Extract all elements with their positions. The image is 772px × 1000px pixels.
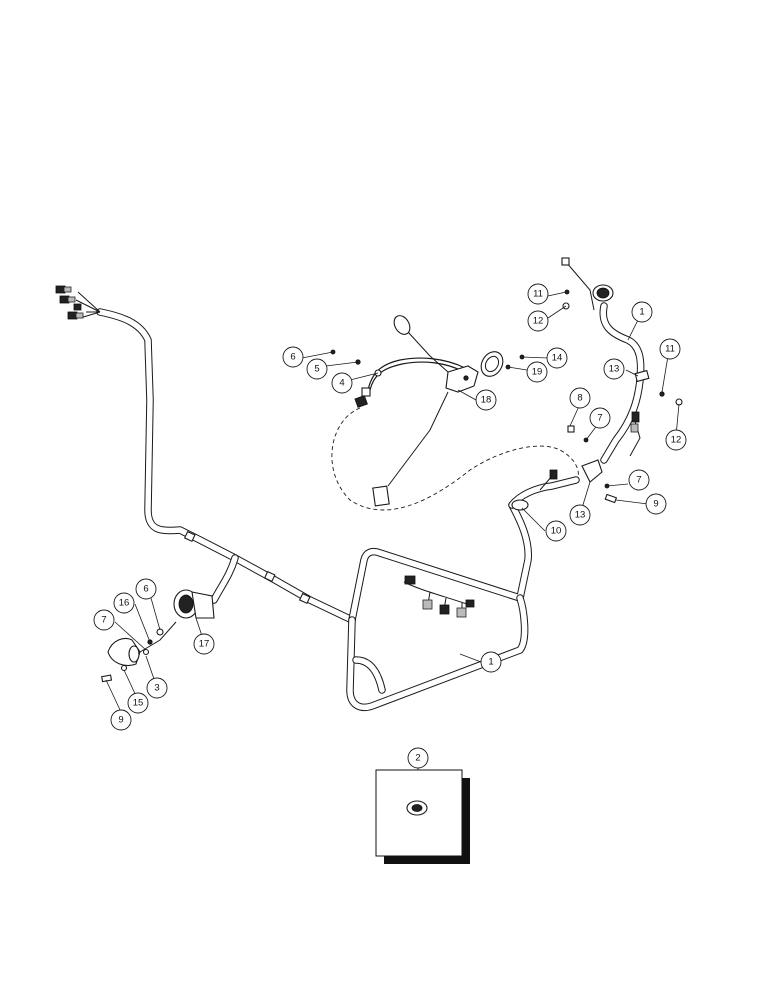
callout-5: 5 xyxy=(306,358,328,380)
callout-label: 3 xyxy=(154,683,159,694)
callout-label: 9 xyxy=(118,715,123,726)
callout-6-upper: 6 xyxy=(282,346,304,368)
callout-label: 7 xyxy=(597,413,602,424)
callout-label: 13 xyxy=(575,510,586,521)
callout-label: 15 xyxy=(133,698,144,709)
part-2-kit-box xyxy=(375,769,470,864)
main-harness xyxy=(96,308,580,712)
callout-label: 13 xyxy=(609,364,620,375)
callout-label: 6 xyxy=(290,352,295,363)
callout-label: 19 xyxy=(532,367,543,378)
callout-17: 17 xyxy=(193,633,215,655)
right-harness xyxy=(561,257,683,464)
callout-12-right: 12 xyxy=(665,429,687,451)
callout-14: 14 xyxy=(546,347,568,369)
callout-label: 16 xyxy=(119,598,130,609)
callout-label: 14 xyxy=(552,353,563,364)
callout-1-upper: 1 xyxy=(631,301,653,323)
sender-harness xyxy=(330,315,579,511)
callout-label: 7 xyxy=(636,475,641,486)
mid-right-hardware xyxy=(511,425,618,511)
callout-11-right: 11 xyxy=(659,338,681,360)
callout-8: 8 xyxy=(569,387,591,409)
callout-1-lower: 1 xyxy=(480,651,502,673)
callout-label: 10 xyxy=(551,526,562,537)
callout-label: 5 xyxy=(314,364,319,375)
callout-18: 18 xyxy=(475,389,497,411)
callout-9-lower: 9 xyxy=(110,709,132,731)
callout-label: 1 xyxy=(639,307,644,318)
callout-9-right: 9 xyxy=(645,493,667,515)
callout-label: 4 xyxy=(339,378,344,389)
loop-connectors xyxy=(403,575,475,618)
callout-2: 2 xyxy=(407,747,429,769)
left-connectors xyxy=(55,285,101,320)
callout-7-left: 7 xyxy=(93,609,115,631)
callout-10: 10 xyxy=(545,520,567,542)
callout-label: 9 xyxy=(653,499,658,510)
callout-label: 1 xyxy=(488,657,493,668)
callout-3: 3 xyxy=(146,677,168,699)
callout-label: 17 xyxy=(199,639,210,650)
callout-label: 7 xyxy=(101,615,106,626)
callout-7-mid: 7 xyxy=(589,407,611,429)
callout-12-upper: 12 xyxy=(527,310,549,332)
callout-6-lower: 6 xyxy=(135,578,157,600)
callout-19: 19 xyxy=(526,361,548,383)
callout-label: 18 xyxy=(481,395,492,406)
callout-label: 12 xyxy=(533,316,544,327)
callout-label: 6 xyxy=(143,584,148,595)
callout-label: 11 xyxy=(665,344,675,355)
callout-15: 15 xyxy=(127,692,149,714)
callout-label: 11 xyxy=(533,289,543,300)
lower-left-components xyxy=(101,589,215,683)
callout-7-right: 7 xyxy=(628,469,650,491)
callout-label: 8 xyxy=(577,393,582,404)
callout-11-upper: 11 xyxy=(527,283,549,305)
callout-4: 4 xyxy=(331,372,353,394)
callout-13-mid: 13 xyxy=(569,504,591,526)
callout-label: 12 xyxy=(671,435,682,446)
callout-label: 2 xyxy=(415,753,420,764)
callout-13-upper: 13 xyxy=(603,358,625,380)
callout-16: 16 xyxy=(113,592,135,614)
